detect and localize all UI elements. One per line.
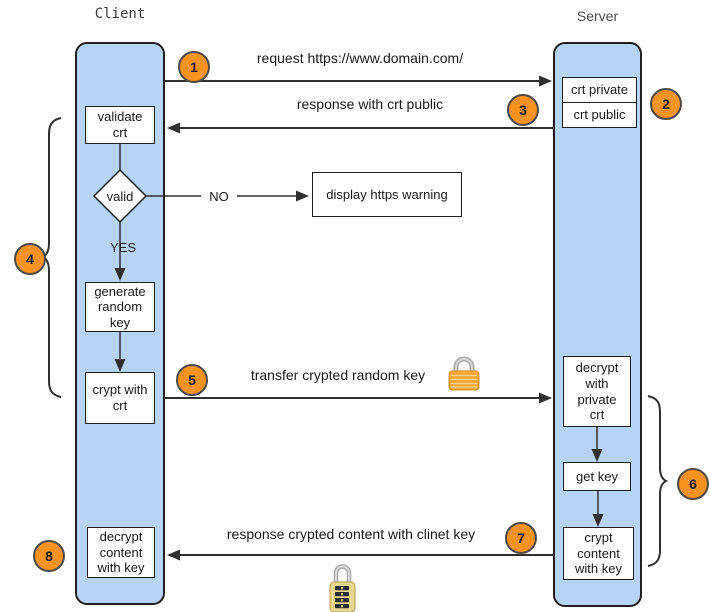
server-lane-title: Server: [576, 8, 619, 24]
no-branch-label: NO: [201, 189, 237, 204]
transfer-key-message-label: transfer crypted random key: [250, 367, 426, 383]
step-badge-8: 8: [33, 540, 65, 572]
closed-padlock-icon: [448, 356, 480, 391]
crt-public-node: crt public: [562, 102, 637, 128]
step-badge-6: 6: [677, 468, 709, 500]
step-badge-4: 4: [14, 243, 46, 275]
crypt-content-node: crypt content with key: [563, 527, 634, 580]
display-warning-node: display https warning: [312, 172, 462, 217]
step-badge-5: 5: [176, 364, 208, 396]
arrowhead-transfer-key: [539, 392, 552, 404]
yes-branch-label: YES: [109, 240, 136, 255]
arrowhead-response-crt: [167, 122, 180, 134]
step-badge-7: 7: [505, 522, 537, 554]
crypt-with-crt-node: crypt with crt: [85, 372, 155, 424]
response-crt-message-label: response with crt public: [296, 96, 444, 112]
server-group-brace: [647, 395, 669, 567]
combination-lock-icon: [329, 564, 356, 612]
valid-decision-label: valid: [106, 188, 134, 204]
crt-private-node: crt private: [562, 77, 637, 103]
get-key-node: get key: [563, 462, 631, 491]
generate-random-key-node: generate random key: [85, 282, 155, 332]
step-badge-3: 3: [507, 94, 539, 126]
client-lane-title: Client: [94, 6, 146, 22]
validate-crt-node: validate crt: [85, 106, 155, 144]
step-badge-1: 1: [178, 51, 210, 83]
arrowhead-no: [296, 190, 309, 202]
arrowhead-response-content: [167, 549, 180, 561]
request-message-label: request https://www.domain.com/: [256, 50, 464, 66]
arrowhead-request: [539, 75, 552, 87]
decrypt-content-node: decrypt content with key: [87, 527, 155, 578]
step-badge-2: 2: [650, 88, 682, 120]
response-content-message-label: response crypted content with clinet key: [226, 526, 476, 542]
decrypt-with-private-crt-node: decrypt with private crt: [563, 356, 631, 427]
